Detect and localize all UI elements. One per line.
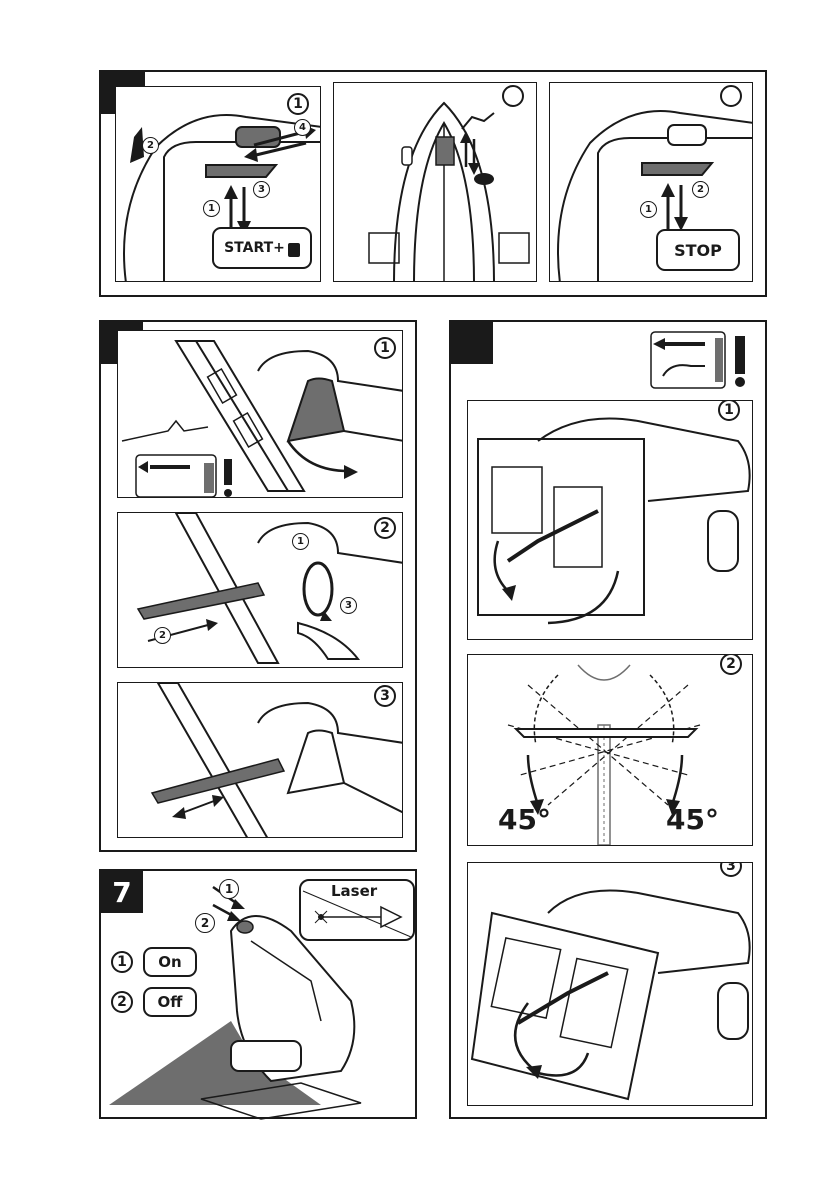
step-number-badge-blank: [502, 85, 524, 107]
padlock-icon: [287, 243, 300, 257]
stop-trigger-illustration: [557, 110, 752, 281]
step-number-badge: 2: [374, 517, 396, 539]
panel-blade-change: 1 2 1 3 2 3: [99, 320, 417, 852]
speed-dial-illustration: [368, 101, 530, 281]
callout-label: 4: [294, 119, 311, 136]
callout-label: 3: [253, 181, 270, 198]
callout-label: 1: [640, 201, 657, 218]
sub-panel-blade-step-3: 3: [117, 682, 403, 838]
panel-start-stop: 1 2 4 3 1 START+: [99, 70, 767, 297]
base-tighten-illustration: [470, 889, 751, 1101]
callout-label: 1: [219, 879, 239, 899]
laser-label: Laser: [331, 882, 378, 900]
sub-panel-stop: 1 2 STOP: [549, 82, 753, 282]
base-loosen-illustration: [477, 417, 751, 625]
sub-panel-start-lock: 1 2 4 3 1 START+: [115, 86, 321, 282]
laser-warning-box: Laser: [299, 879, 415, 941]
step-number-badge: 3: [374, 685, 396, 707]
callout-label: 2: [195, 913, 215, 933]
sub-panel-blade-step-2: 2 1 3 2: [117, 512, 403, 668]
step-number-badge-blank: [720, 85, 742, 107]
laser-beam-icon: [302, 890, 412, 938]
callout-label: 1: [203, 200, 220, 217]
sub-panel-bevel-step-3: 3: [467, 862, 753, 1106]
blade-check-illustration: [150, 683, 402, 837]
callout-label: 2: [692, 181, 709, 198]
sub-panel-bevel-step-2: 2 45° 45°: [467, 654, 753, 846]
step-number-badge: 3: [720, 863, 742, 877]
angle-label-right: 45°: [666, 803, 719, 836]
step-number-badge: 1: [374, 337, 396, 359]
callout-label: 1: [292, 533, 309, 550]
blade-insert-illustration: [136, 513, 402, 664]
callout-label: 2: [142, 137, 159, 154]
stop-label: STOP: [656, 229, 740, 271]
panel-number-block: [451, 322, 493, 364]
step-number-badge: 1: [718, 401, 740, 421]
sub-panel-blade-step-1: 1: [117, 330, 403, 498]
panel-bevel-adjust: 1 2 45° 45°: [449, 320, 767, 1119]
panel-number-block: 7: [101, 871, 143, 913]
bevel-angle-diagram: [507, 664, 701, 845]
callout-label: 3: [340, 597, 357, 614]
angle-label-left: 45°: [498, 803, 551, 836]
sub-panel-bevel-step-1: 1: [467, 400, 753, 640]
start-label: START+: [224, 240, 285, 256]
legend-off-label: Off: [143, 987, 197, 1017]
panel-laser: 7 1 2 Laser 1 On 2 Off: [99, 869, 417, 1120]
step-number-badge: 2: [720, 655, 742, 675]
sub-panel-speed: [333, 82, 537, 282]
blade-release-illustration: [121, 340, 402, 497]
legend-on-label: On: [143, 947, 197, 977]
step-number-badge: 1: [287, 93, 309, 115]
unplug-warning: [650, 331, 745, 389]
callout-label: 2: [154, 627, 171, 644]
legend-number: 1: [111, 951, 133, 973]
start-lock-label: START+: [212, 227, 312, 269]
legend-number: 2: [111, 991, 133, 1013]
